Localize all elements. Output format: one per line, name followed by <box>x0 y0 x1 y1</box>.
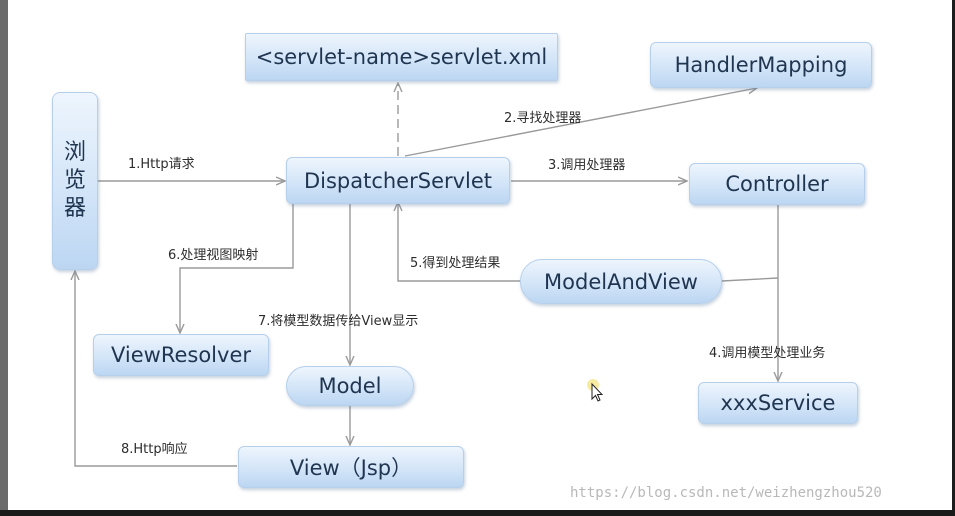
step-1-label: 1.Http请求 <box>128 157 195 172</box>
browser-char-1: 浏 <box>63 140 86 165</box>
model-and-view-node: ModelAndView <box>520 259 722 304</box>
browser-node: 浏 览 器 <box>52 92 98 270</box>
controller-node: Controller <box>689 163 865 205</box>
step-4-label: 4.调用模型处理业务 <box>709 346 826 361</box>
arrow-http-response <box>75 271 237 467</box>
service-node: xxxService <box>698 382 858 424</box>
handler-mapping-node: HandlerMapping <box>650 42 872 88</box>
step-3-label: 3.调用处理器 <box>548 158 626 173</box>
arrow-get-result <box>398 202 520 282</box>
view-jsp-node: View（Jsp） <box>238 446 464 488</box>
watermark-url: https://blog.csdn.net/weizhengzhou520 <box>570 485 882 501</box>
step-2-label: 2.寻找处理器 <box>504 111 582 126</box>
arrow-view-mapping <box>180 204 294 333</box>
bottom-border <box>0 510 955 516</box>
right-border <box>952 0 955 516</box>
mouse-cursor-icon <box>587 379 604 402</box>
step-6-label: 6.处理视图映射 <box>168 248 259 263</box>
left-border <box>0 0 8 516</box>
arrow-find-handler <box>404 88 757 157</box>
arrow-result-link <box>721 277 779 282</box>
step-7-label: 7.将模型数据传给View显示 <box>258 314 419 329</box>
servlet-xml-node: <servlet-name>servlet.xml <box>245 33 558 81</box>
browser-char-2: 览 <box>63 168 86 193</box>
step-5-label: 5.得到处理结果 <box>410 256 501 271</box>
view-resolver-node: ViewResolver <box>93 334 269 376</box>
dispatcher-servlet-node: DispatcherServlet <box>286 157 510 204</box>
browser-char-3: 器 <box>63 196 86 221</box>
model-node: Model <box>286 366 414 406</box>
step-8-label: 8.Http响应 <box>121 442 188 457</box>
